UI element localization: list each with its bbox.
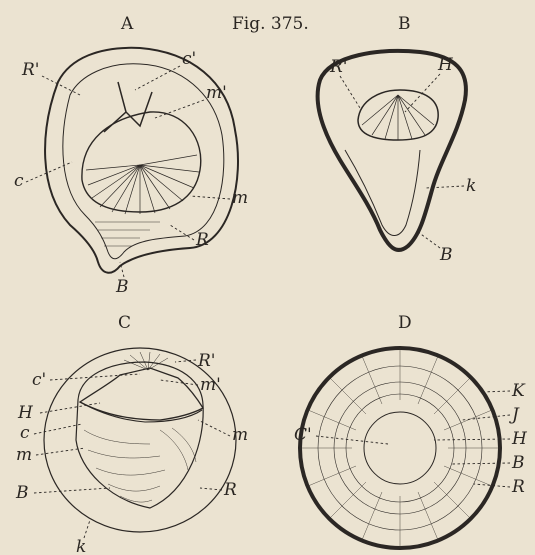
panel-b-drawing xyxy=(318,51,466,250)
label-d-J: J xyxy=(509,405,520,425)
label-a-R: R xyxy=(195,230,209,250)
label-d-C-prime: C' xyxy=(294,425,312,445)
panel-letter-a: A xyxy=(120,14,134,34)
label-a-R-prime: R' xyxy=(21,60,39,80)
label-b-R-prime: R' xyxy=(329,57,347,77)
label-b-B: B xyxy=(439,245,453,265)
panel-d-drawing xyxy=(300,348,500,548)
label-d-H: H xyxy=(511,429,528,449)
label-c-c-prime: c' xyxy=(32,370,46,390)
label-c-R: R xyxy=(223,480,237,500)
label-d-R: R xyxy=(511,477,525,497)
label-c-m-right: m xyxy=(232,425,248,445)
label-b-k: k xyxy=(466,176,476,196)
label-a-B: B xyxy=(115,277,129,297)
label-c-k: k xyxy=(76,537,86,555)
label-c-H: H xyxy=(17,403,34,423)
label-a-m-prime: m' xyxy=(206,83,227,103)
label-d-K: K xyxy=(511,381,526,401)
panel-letter-c: C xyxy=(118,313,131,333)
label-d-B: B xyxy=(511,453,525,473)
figure-title: Fig. 375. xyxy=(232,14,309,34)
panel-letter-d: D xyxy=(398,313,412,333)
label-c-m-prime: m' xyxy=(200,375,221,395)
label-c-R-prime: R' xyxy=(197,351,215,371)
label-b-H: H xyxy=(437,55,454,75)
label-a-c: c xyxy=(14,171,24,191)
label-a-m: m xyxy=(232,188,248,208)
label-c-c: c xyxy=(20,423,30,443)
panel-a-drawing xyxy=(45,48,238,273)
label-c-B: B xyxy=(15,483,29,503)
label-a-c-prime: c' xyxy=(182,49,196,69)
label-c-m-left: m xyxy=(16,445,32,465)
panel-letter-b: B xyxy=(398,14,411,34)
